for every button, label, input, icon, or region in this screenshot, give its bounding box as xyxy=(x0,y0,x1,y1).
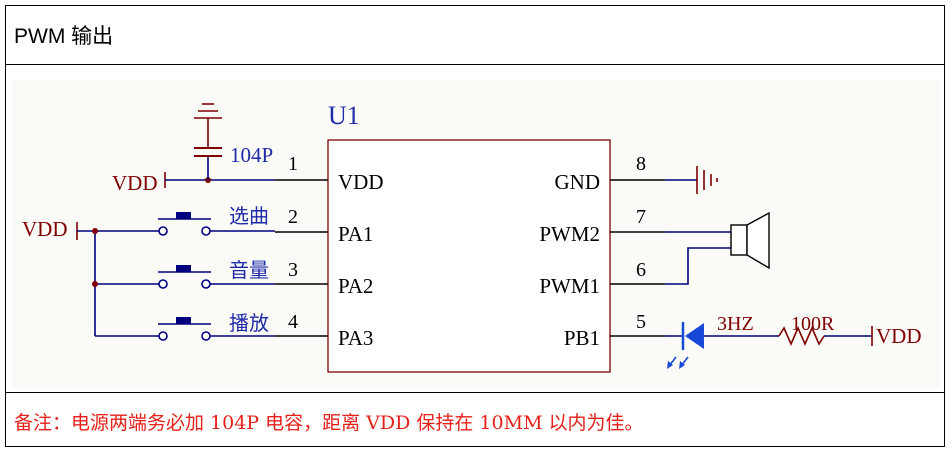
pin-name-2: PA1 xyxy=(338,222,373,246)
button-play xyxy=(158,317,211,341)
title-divider xyxy=(5,64,945,65)
chip-body xyxy=(327,139,611,373)
ground-icon xyxy=(696,166,718,194)
button-play-label: 播放 xyxy=(229,311,269,335)
capacitor-label: 104P xyxy=(230,143,273,167)
pin-number-6: 6 xyxy=(636,259,646,281)
pin-name-4: PA3 xyxy=(338,326,373,350)
junction-bus-mid xyxy=(92,281,98,287)
junction-bus-top xyxy=(92,228,98,234)
pin-name-7: PWM2 xyxy=(539,222,600,246)
outer-frame xyxy=(5,5,945,447)
button-select xyxy=(158,212,211,236)
speaker-icon xyxy=(730,211,770,270)
vdd-label-pin1: VDD xyxy=(112,171,158,195)
pin-number-3: 3 xyxy=(288,259,298,281)
led-icon xyxy=(667,322,704,369)
pin-name-8: GND xyxy=(555,170,601,194)
pin-name-5: PB1 xyxy=(564,326,600,350)
pin-number-4: 4 xyxy=(288,311,298,333)
speaker-wires xyxy=(665,231,731,285)
resistor-icon xyxy=(778,326,825,346)
left-pin-lines xyxy=(275,179,328,337)
pin-number-8: 8 xyxy=(636,153,646,175)
page-title: PWM 输出 xyxy=(14,25,114,48)
vdd-label-right: VDD xyxy=(876,324,922,348)
pin-name-6: PWM1 xyxy=(539,274,600,298)
pin-number-5: 5 xyxy=(636,311,646,333)
button-volume-label: 音量 xyxy=(229,258,269,282)
right-pin-lines xyxy=(610,179,665,337)
footnote: 备注：电源两端务必加 104P 电容，距离 VDD 保持在 10MM 以内为佳。 xyxy=(14,412,644,434)
button-volume xyxy=(158,265,211,289)
pin-name-1: VDD xyxy=(338,170,384,194)
note-divider xyxy=(5,392,945,393)
vdd-label-buttons: VDD xyxy=(22,217,68,241)
chip-designator: U1 xyxy=(328,101,360,130)
pin-number-2: 2 xyxy=(288,206,298,228)
cap-ground-symbol xyxy=(194,103,222,119)
led-frequency-label: 3HZ xyxy=(717,313,754,335)
resistor-label: 100R xyxy=(791,313,835,335)
pin-number-1: 1 xyxy=(288,153,298,175)
button-select-label: 选曲 xyxy=(229,204,269,228)
pin-number-7: 7 xyxy=(636,206,646,228)
pin-name-3: PA2 xyxy=(338,274,373,298)
